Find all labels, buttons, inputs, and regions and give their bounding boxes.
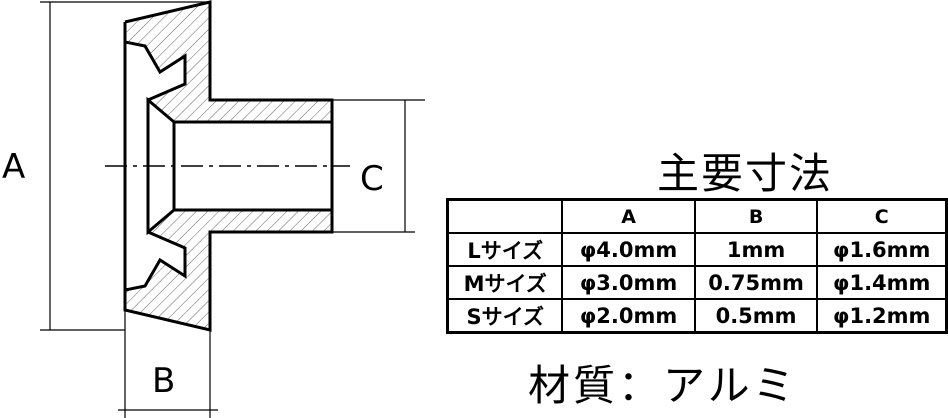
section-hatch-lower [125,210,332,330]
dimension-a [40,1,210,331]
table-cell: 0.75mm [693,265,819,300]
table-header-cell: A [561,198,696,234]
table-header-cell: C [816,198,948,234]
table-cell: Sサイズ [446,298,564,334]
table-header-row: A B C [446,198,948,234]
table-cell: Mサイズ [446,265,564,300]
main-dimensions-title: 主要寸法 [656,149,833,198]
table-cell: φ2.0mm [561,298,696,334]
dimension-c-label: C [360,159,384,199]
dimensions-table: A B C Lサイズ φ4.0mm 1mm φ1.6mm Mサイズ φ3.0mm… [446,198,948,334]
dimension-c [332,99,425,233]
table-row: Sサイズ φ2.0mm 0.5mm φ1.2mm [446,298,948,334]
part-cross-section-drawing: A C B [2,0,425,418]
table-row: Mサイズ φ3.0mm 0.75mm φ1.4mm [446,265,948,300]
table-cell: φ1.6mm [816,232,948,267]
table-cell: Lサイズ [446,232,564,267]
table-cell: 0.5mm [693,298,819,334]
section-hatch-upper [125,2,332,122]
table-row: Lサイズ φ4.0mm 1mm φ1.6mm [446,232,948,267]
table-header-cell: B [693,198,819,234]
table-cell: 1mm [693,232,819,267]
table-cell: φ3.0mm [561,265,696,300]
dimension-b [118,310,218,418]
table-cell: φ1.4mm [816,265,948,300]
material-label: 材質：アルミ [528,361,798,410]
dimension-a-label: A [2,147,25,187]
table-cell: φ1.2mm [816,298,948,334]
table-cell: φ4.0mm [561,232,696,267]
dimension-b-label: B [152,361,175,401]
table-header-cell [446,198,564,234]
